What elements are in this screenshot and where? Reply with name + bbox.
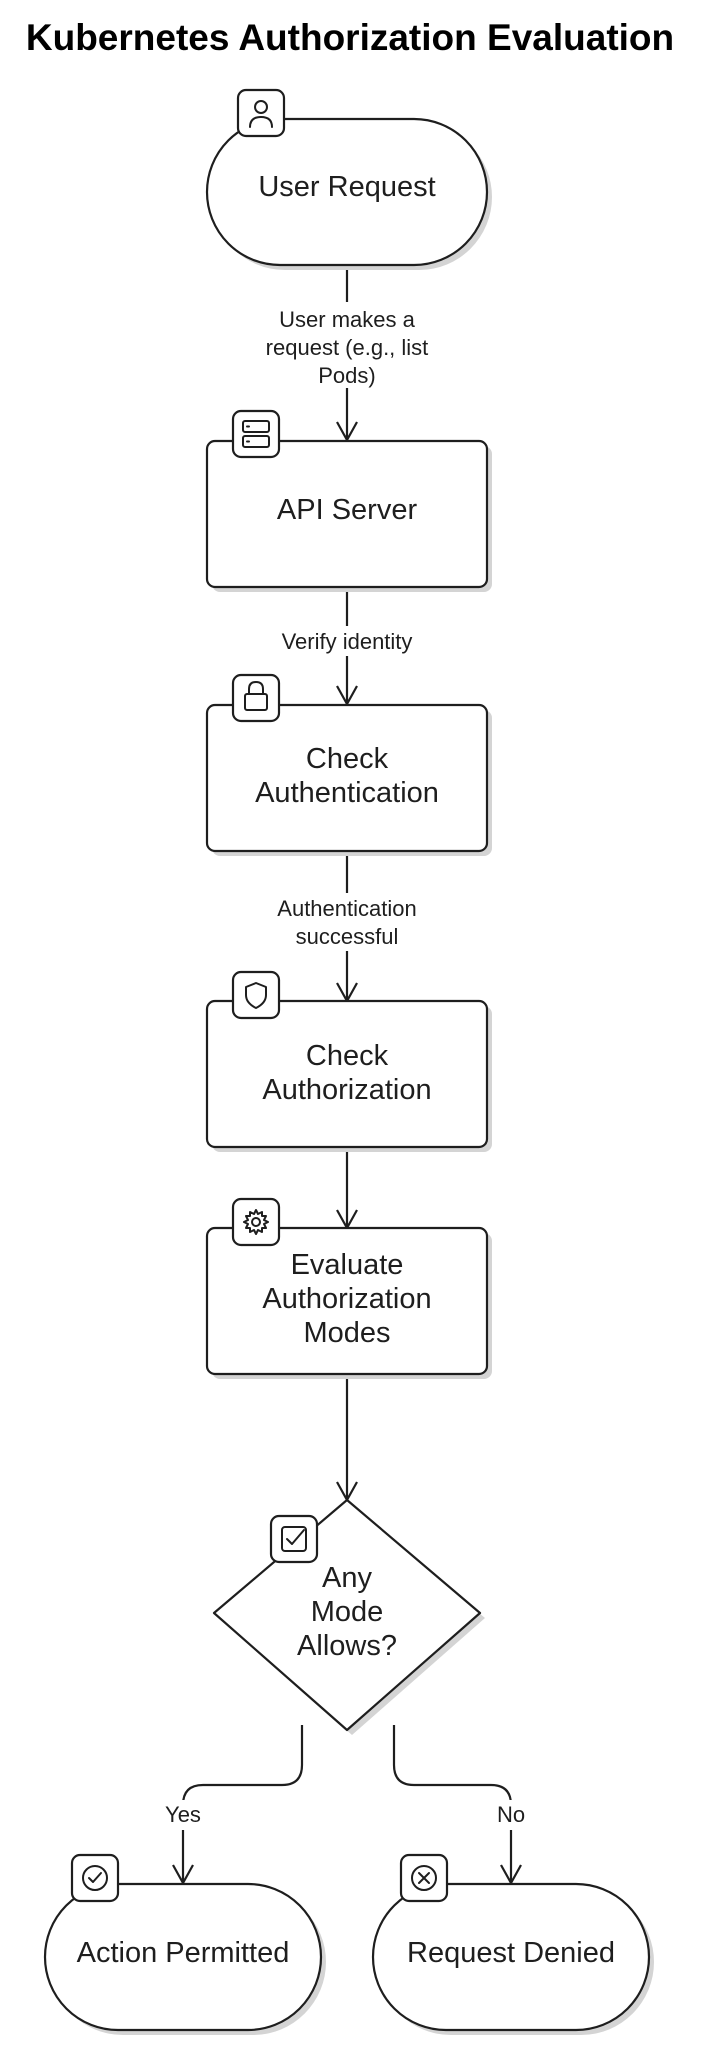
node-action-permitted: Action Permitted [43,1853,326,2035]
node-label: API Server [277,494,418,526]
node-label-line: Mode [311,1596,384,1628]
node-label-line: Any [322,1562,372,1594]
lock-icon [231,673,281,723]
svg-text:Authentication: Authentication [277,896,416,921]
edge-authorization-to-evaluate [336,1146,358,1231]
node-api-server: API Server [205,409,492,592]
node-label-line: Evaluate [291,1249,404,1281]
edge-label-user-request: User makes a request (e.g., list Pods) [243,302,451,388]
edge-label-verify-identity: Verify identity [264,626,430,656]
svg-text:User makes a: User makes a [279,307,415,332]
node-label: Action Permitted [77,1937,290,1969]
node-request-denied: Request Denied [371,1853,654,2035]
node-label-line: Authorization [262,1074,431,1106]
node-label: Request Denied [407,1937,615,1969]
user-icon [236,88,286,138]
svg-text:Verify identity: Verify identity [282,629,413,654]
svg-text:Pods): Pods) [318,363,375,388]
node-label-line: Modes [303,1317,390,1349]
node-label-line: Check [306,1040,389,1072]
svg-text:No: No [497,1802,525,1827]
node-check-authentication: Check Authentication [205,673,492,856]
node-any-mode-allows: Any Mode Allows? [212,1498,485,1735]
shield-icon [231,970,281,1020]
node-label: User Request [258,171,435,203]
server-icon [231,409,281,459]
svg-text:successful: successful [296,924,399,949]
gear-icon [231,1197,281,1247]
node-label-line: Check [306,743,389,775]
node-label-line: Allows? [297,1630,397,1662]
edge-evaluate-to-decision [336,1373,358,1503]
node-check-authorization: Check Authorization [205,970,492,1152]
x-circle-icon [399,1853,449,1903]
node-evaluate-authorization-modes: Evaluate Authorization Modes [205,1197,492,1379]
edge-label-no: No [490,1800,532,1830]
diagram-title: Kubernetes Authorization Evaluation [26,17,674,58]
svg-text:Yes: Yes [165,1802,201,1827]
node-label-line: Authentication [255,777,439,809]
svg-text:request (e.g., list: request (e.g., list [266,335,429,360]
checkbox-icon [269,1514,319,1564]
edge-label-yes: Yes [158,1800,208,1830]
node-user-request: User Request [205,88,492,270]
edge-label-authentication-successful: Authentication successful [262,893,432,951]
check-circle-icon [70,1853,120,1903]
node-label-line: Authorization [262,1283,431,1315]
